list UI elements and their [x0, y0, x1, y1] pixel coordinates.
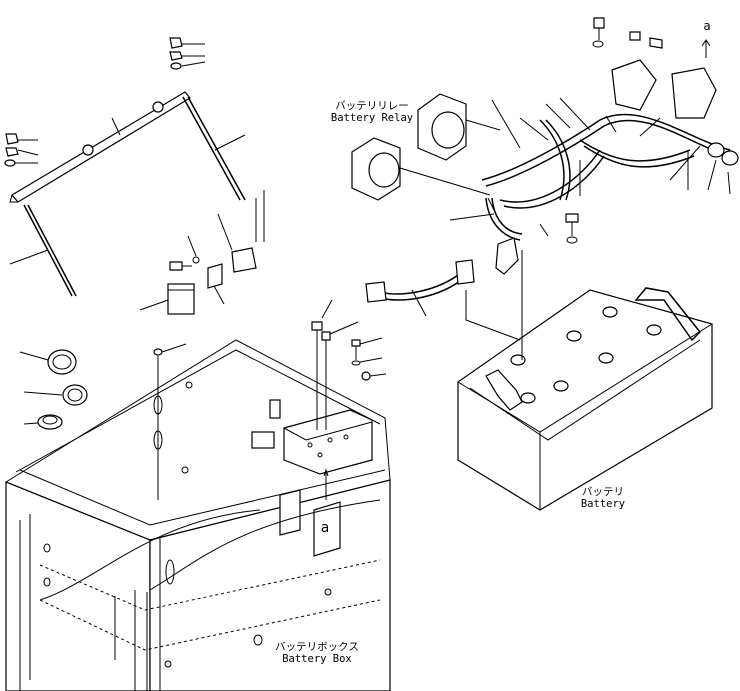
battery-label-jp: バッテリ [582, 486, 624, 498]
grommets [19, 349, 88, 430]
box-bolts [153, 299, 387, 500]
reference-a-top: a [703, 19, 711, 33]
battery-relays [351, 93, 501, 201]
cable-harness [365, 17, 739, 360]
battery-relay-label-en: Battery Relay [330, 112, 414, 124]
battery-box [5, 339, 391, 691]
small-parts [139, 190, 265, 315]
battery-label-en: Battery [580, 498, 626, 510]
battery-box-label-en: Battery Box [282, 653, 352, 665]
hold-down-bar [4, 37, 246, 297]
battery-box-label-jp: バッテリボックス [275, 641, 359, 653]
battery [457, 287, 713, 511]
battery-relay-label-jp: バッテリリレー [335, 100, 409, 112]
reference-a-box: a [320, 520, 330, 536]
